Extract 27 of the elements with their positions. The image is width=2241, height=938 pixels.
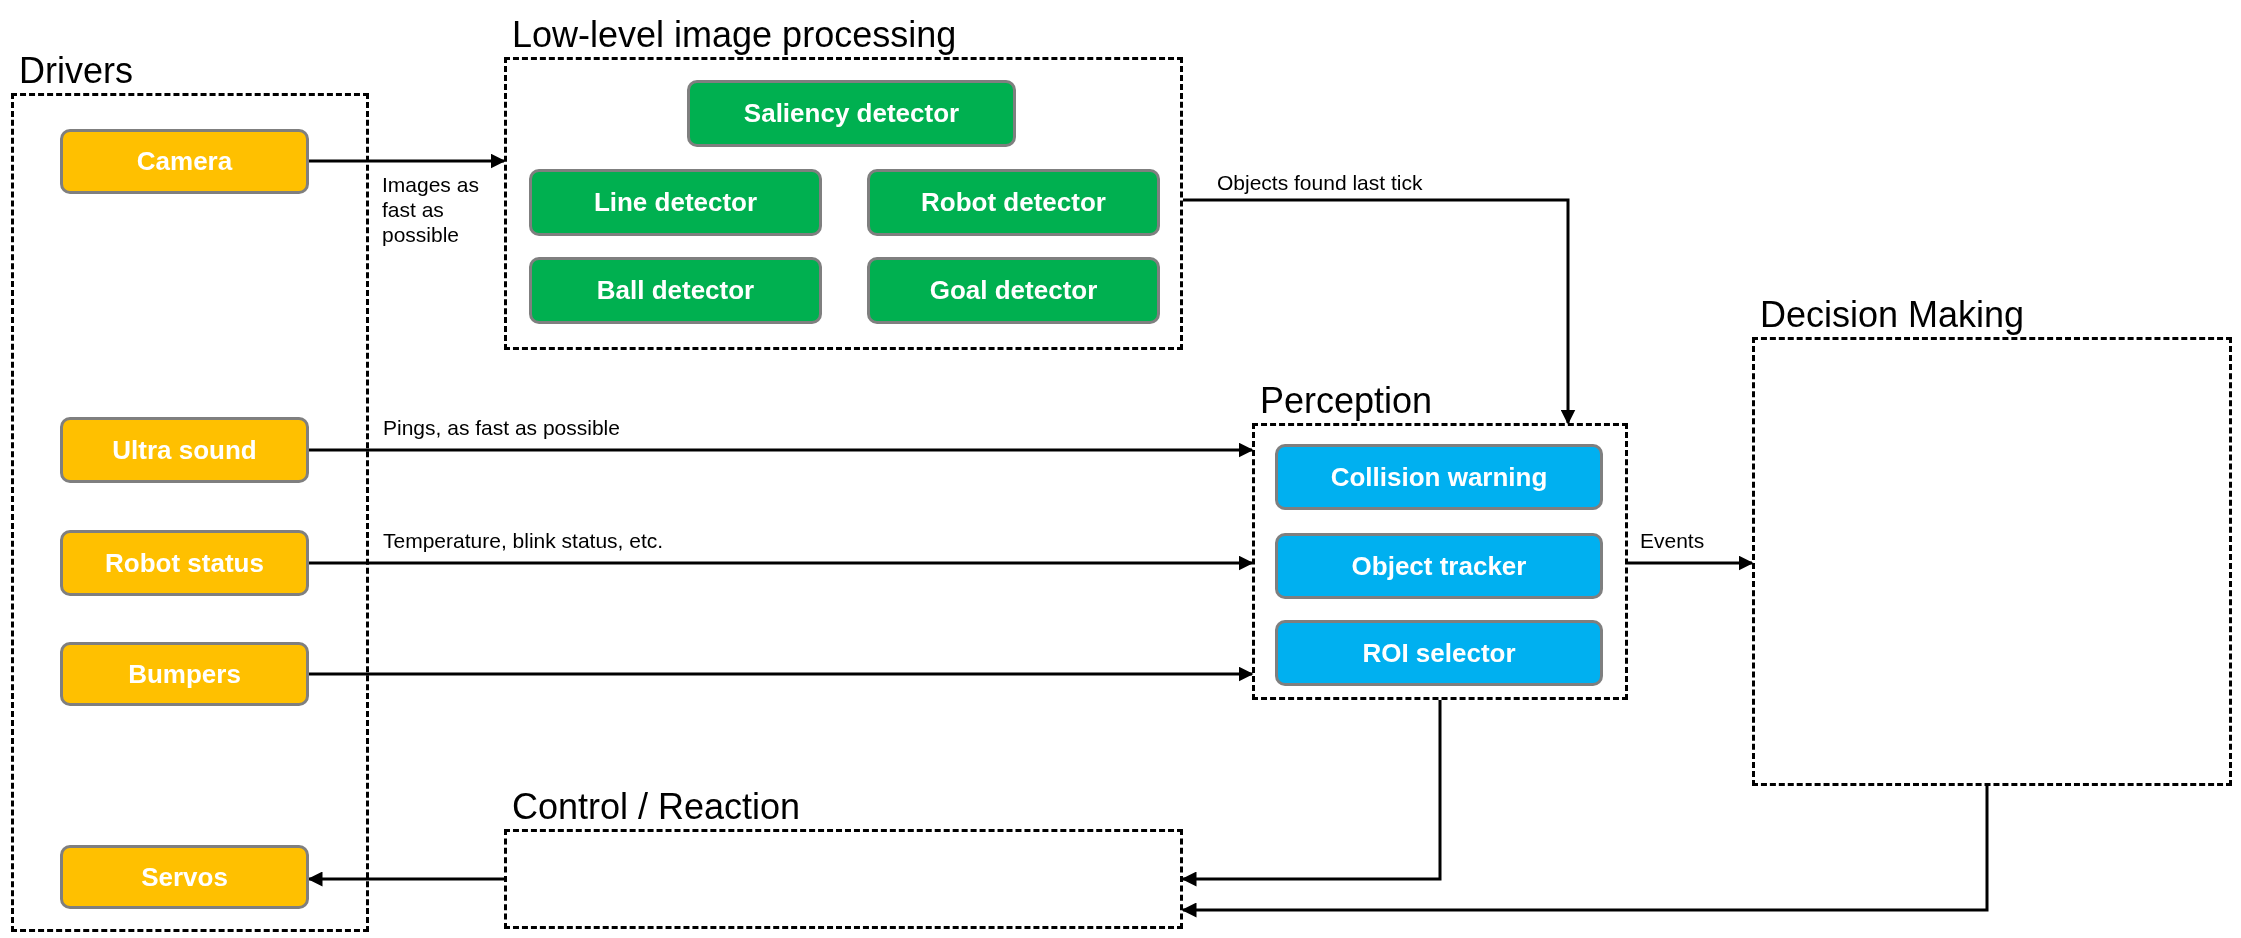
module-box: Bumpers bbox=[60, 642, 309, 706]
module-box: Goal detector bbox=[867, 257, 1160, 324]
module-box: Robot status bbox=[60, 530, 309, 596]
group-title: Control / Reaction bbox=[512, 785, 801, 829]
arrow bbox=[1181, 786, 1989, 918]
module-box: Camera bbox=[60, 129, 309, 194]
group-title: Decision Making bbox=[1760, 293, 2025, 337]
arrow bbox=[1181, 700, 1442, 887]
module-box: Ultra sound bbox=[60, 417, 309, 483]
arrow bbox=[309, 153, 506, 169]
arrow bbox=[309, 555, 1254, 571]
module-box: ROI selector bbox=[1275, 620, 1603, 686]
module-box: Line detector bbox=[529, 169, 822, 236]
arrow bbox=[1628, 555, 1754, 571]
module-box: Saliency detector bbox=[687, 80, 1016, 147]
module-box: Servos bbox=[60, 845, 309, 909]
module-box: Collision warning bbox=[1275, 444, 1603, 510]
arrow bbox=[309, 666, 1254, 682]
group-title: Perception bbox=[1260, 379, 1433, 423]
arrow bbox=[307, 871, 504, 887]
module-box: Ball detector bbox=[529, 257, 822, 324]
arrow bbox=[309, 442, 1254, 458]
group-title: Drivers bbox=[19, 49, 133, 93]
group-title: Low-level image processing bbox=[512, 13, 957, 57]
arrow bbox=[1183, 198, 1576, 425]
module-box: Robot detector bbox=[867, 169, 1160, 236]
module-box: Object tracker bbox=[1275, 533, 1603, 599]
